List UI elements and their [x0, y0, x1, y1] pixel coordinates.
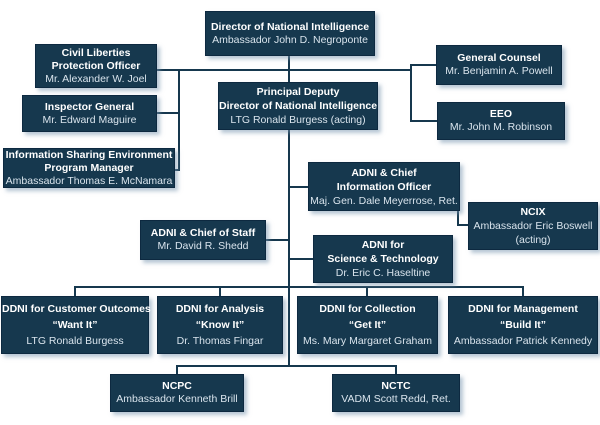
- box-person: Mr. Edward Maguire: [42, 113, 137, 126]
- box-title: ADNI & Chief: [351, 166, 417, 179]
- connector-bottom-horizontal: [74, 286, 524, 288]
- org-box-eeo: EEO Mr. John M. Robinson: [437, 102, 565, 140]
- box-person: Ambassador John D. Negroponte: [212, 33, 368, 46]
- box-title: NCIX: [520, 206, 546, 218]
- org-box-adni-chief-of-staff: ADNI & Chief of Staff Mr. David R. Shedd: [140, 220, 266, 260]
- box-title: Inspector General: [44, 100, 135, 113]
- connector-chief-of-staff-stub: [265, 239, 289, 241]
- box-title: Protection Officer: [51, 59, 141, 72]
- connector-science-tech-stub: [289, 258, 313, 260]
- org-box-ddni-customer-outcomes: DDNI for Customer Outcomes “Want It” LTG…: [1, 296, 151, 354]
- org-box-adni-chief-information-officer: ADNI & Chief Information Officer Maj. Ge…: [308, 162, 460, 211]
- box-title: Science & Technology: [327, 253, 439, 265]
- connector-lower-horizontal: [176, 365, 397, 367]
- box-title: DDNI for Analysis: [175, 303, 265, 315]
- org-box-civil-liberties-protection-officer: Civil Liberties Protection Officer Mr. A…: [35, 44, 157, 88]
- connector-eeo-stub: [410, 120, 437, 122]
- box-motto: “Want It”: [52, 319, 98, 331]
- box-person: Ambassador Thomas E. McNamara: [5, 174, 173, 187]
- box-person: Mr. David R. Shedd: [157, 240, 249, 252]
- box-motto: “Build It”: [499, 319, 547, 331]
- box-person: LTG Ronald Burgess (acting): [230, 114, 366, 126]
- connector-nctc-stub: [395, 365, 397, 375]
- box-title: Civil Liberties: [61, 46, 131, 59]
- org-box-nctc: NCTC VADM Scott Redd, Ret.: [332, 374, 460, 412]
- org-box-director-national-intelligence: Director of National Intelligence Ambass…: [205, 11, 375, 56]
- box-title: ADNI & Chief of Staff: [150, 227, 256, 239]
- connector-cio-stub: [289, 186, 308, 188]
- box-title: DDNI for Management: [468, 303, 578, 315]
- connector-ddni-collection-stub: [366, 286, 368, 296]
- box-title: Program Manager: [44, 161, 134, 174]
- box-motto: “Get It”: [348, 319, 387, 331]
- org-box-general-counsel: General Counsel Mr. Benjamin A. Powell: [436, 45, 562, 85]
- box-person: VADM Scott Redd, Ret.: [341, 393, 451, 405]
- connector-ddni-customer-stub: [74, 286, 76, 296]
- box-title: EEO: [489, 108, 513, 120]
- box-person: Dr. Thomas Fingar: [176, 335, 264, 347]
- connector-left-vertical: [178, 69, 180, 171]
- box-person: Ms. Mary Margaret Graham: [303, 335, 432, 347]
- connector-ddni-management-stub: [522, 286, 524, 296]
- org-box-ddni-management: DDNI for Management “Build It” Ambassado…: [448, 296, 598, 354]
- box-person-note: (acting): [515, 234, 551, 246]
- box-title: NCTC: [381, 380, 411, 392]
- org-box-ncpc: NCPC Ambassador Kenneth Brill: [110, 374, 244, 412]
- org-box-ddni-analysis: DDNI for Analysis “Know It” Dr. Thomas F…: [157, 296, 283, 354]
- connector-ncpc-stub: [176, 365, 178, 375]
- box-person: Ambassador Kenneth Brill: [116, 393, 238, 405]
- box-title: NCPC: [162, 380, 192, 392]
- connector-ncix-vertical: [457, 211, 459, 226]
- connector-ddni-analysis-stub: [219, 286, 221, 296]
- connector-ise-stub: [175, 169, 180, 171]
- connector-inspector-general-stub: [157, 112, 180, 114]
- connector-top-horizontal: [157, 69, 412, 71]
- box-title: Director of National Intelligence: [219, 100, 378, 112]
- box-motto: “Know It”: [195, 319, 245, 331]
- connector-right-vertical: [410, 64, 412, 122]
- box-title: Information Sharing Environment: [5, 148, 173, 161]
- org-box-inspector-general: Inspector General Mr. Edward Maguire: [22, 95, 157, 132]
- org-box-ddni-collection: DDNI for Collection “Get It” Ms. Mary Ma…: [297, 296, 438, 354]
- connector-center-vertical: [288, 130, 290, 367]
- box-title: Information Officer: [336, 180, 432, 193]
- box-person: Maj. Gen. Dale Meyerrose, Ret.: [310, 194, 458, 207]
- org-box-ncix: NCIX Ambassador Eric Boswell (acting): [468, 202, 598, 250]
- box-person: Mr. Benjamin A. Powell: [445, 65, 553, 77]
- box-title: Director of National Intelligence: [210, 20, 370, 33]
- box-person: Dr. Eric C. Haseltine: [335, 267, 431, 279]
- box-title: General Counsel: [457, 52, 541, 64]
- box-person: Mr. John M. Robinson: [449, 121, 553, 133]
- org-box-adni-science-technology: ADNI for Science & Technology Dr. Eric C…: [313, 235, 453, 283]
- org-box-information-sharing-environment: Information Sharing Environment Program …: [3, 148, 175, 188]
- box-person: LTG Ronald Burgess: [26, 335, 124, 347]
- box-title: DDNI for Customer Outcomes: [2, 303, 151, 315]
- box-person: Mr. Alexander W. Joel: [45, 72, 147, 85]
- connector-general-counsel-stub: [410, 64, 436, 66]
- connector-ncix-stub: [457, 224, 468, 226]
- org-box-principal-deputy: Principal Deputy Director of National In…: [218, 82, 378, 130]
- box-person: Ambassador Eric Boswell: [473, 220, 593, 232]
- box-title: Principal Deputy: [256, 86, 340, 98]
- box-person: Ambassador Patrick Kennedy: [453, 335, 593, 347]
- box-title: DDNI for Collection: [319, 303, 416, 315]
- box-title: ADNI for: [361, 239, 405, 251]
